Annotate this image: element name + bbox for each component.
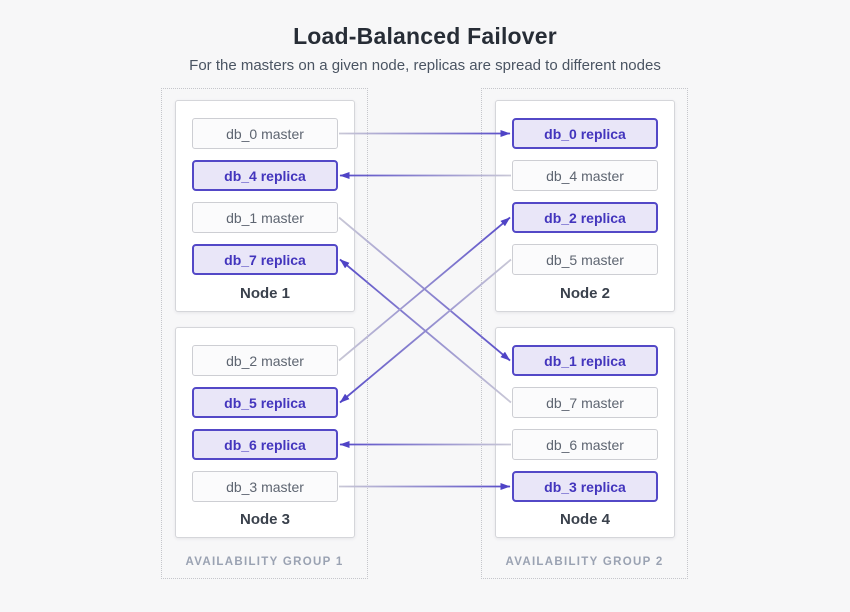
node-3-box: db_2 master db_5 replica db_6 replica db_3 … — [175, 327, 355, 538]
node-3-title: Node 3 — [239, 511, 290, 528]
db-item-label: db_1 master — [226, 209, 304, 226]
header: Load-Balanced Failover For the masters o… — [0, 0, 850, 74]
availability-group-2-label: AVAILABILITY GROUP 2 — [505, 556, 664, 568]
db-item-label: db_5 replica — [224, 394, 306, 411]
node-2-items: db_0 replica db_4 master db_2 replica db_5 … — [512, 118, 658, 275]
db-item-db_4_replica: db_4 replica — [192, 160, 338, 191]
db-item-label: db_3 replica — [544, 478, 626, 495]
node-4-items: db_1 replica db_7 master db_6 master db_3 r… — [512, 345, 658, 502]
db-item-db_7_replica: db_7 replica — [192, 244, 338, 275]
db-item-db_1_replica: db_1 replica — [512, 345, 658, 376]
page-title: Load-Balanced Failover — [293, 23, 557, 49]
db-item-db_7_master: db_7 master — [512, 387, 658, 418]
db-item-db_0_replica: db_0 replica — [512, 118, 658, 149]
availability-group-1: db_0 master db_4 replica db_1 master db_7 r… — [161, 88, 368, 579]
db-item-label: db_2 master — [226, 352, 304, 369]
db-item-db_0_master: db_0 master — [192, 118, 338, 149]
node-4-title: Node 4 — [559, 511, 610, 528]
db-item-label: db_7 replica — [224, 251, 306, 268]
db-item-db_2_master: db_2 master — [192, 345, 338, 376]
db-item-label: db_4 replica — [224, 167, 306, 184]
db-item-db_6_master: db_6 master — [512, 429, 658, 460]
db-item-label: db_0 master — [226, 125, 304, 142]
node-1-box: db_0 master db_4 replica db_1 master db_7 r… — [175, 100, 355, 312]
db-item-label: db_6 master — [546, 436, 624, 453]
db-item-db_1_master: db_1 master — [192, 202, 338, 233]
db-item-label: db_3 master — [226, 478, 304, 495]
db-item-label: db_6 replica — [224, 436, 306, 453]
db-item-db_5_master: db_5 master — [512, 244, 658, 275]
db-item-db_5_replica: db_5 replica — [192, 387, 338, 418]
node-1-items: db_0 master db_4 replica db_1 master db_7 r… — [192, 118, 338, 275]
page-subtitle: For the masters on a given node, replica… — [189, 57, 661, 74]
availability-group-2: db_0 replica db_4 master db_2 replica db_5 … — [481, 88, 688, 579]
node-1-title: Node 1 — [239, 285, 290, 302]
db-item-label: db_1 replica — [544, 352, 626, 369]
availability-group-1-label: AVAILABILITY GROUP 1 — [185, 556, 344, 568]
db-item-label: db_5 master — [546, 251, 624, 268]
db-item-db_4_master: db_4 master — [512, 160, 658, 191]
db-item-label: db_4 master — [546, 167, 624, 184]
node-2-box: db_0 replica db_4 master db_2 replica db_5 … — [495, 100, 675, 312]
db-item-label: db_0 replica — [544, 125, 626, 142]
node-4-box: db_1 replica db_7 master db_6 master db_3 r… — [495, 327, 675, 538]
db-item-db_6_replica: db_6 replica — [192, 429, 338, 460]
db-item-db_3_master: db_3 master — [192, 471, 338, 502]
db-item-db_2_replica: db_2 replica — [512, 202, 658, 233]
node-3-items: db_2 master db_5 replica db_6 replica db_3 … — [192, 345, 338, 502]
db-item-label: db_2 replica — [544, 209, 626, 226]
node-2-title: Node 2 — [559, 285, 610, 302]
db-item-label: db_7 master — [546, 394, 624, 411]
db-item-db_3_replica: db_3 replica — [512, 471, 658, 502]
